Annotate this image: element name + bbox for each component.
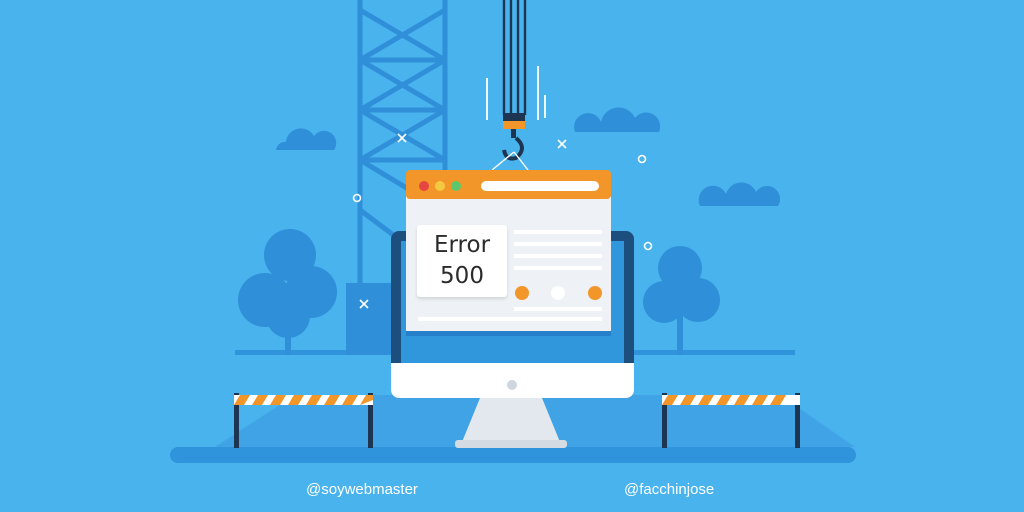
browser-window-icon bbox=[406, 170, 611, 336]
credit-left-handle: @soywebmaster bbox=[306, 481, 418, 498]
tree-icon bbox=[238, 229, 337, 355]
error-title: Error bbox=[433, 232, 491, 258]
tree-icon bbox=[643, 246, 720, 355]
road-barrier-icon bbox=[662, 393, 800, 448]
error-code: 500 bbox=[440, 263, 484, 289]
cloud-icon bbox=[276, 128, 337, 150]
credit-right-handle: @facchinjose bbox=[624, 481, 715, 498]
error-card: Error 500 bbox=[417, 225, 507, 297]
crane-base bbox=[346, 283, 396, 355]
cloud-icon bbox=[574, 107, 661, 132]
crane-hook-icon bbox=[486, 0, 546, 171]
road-barrier-icon bbox=[234, 393, 373, 448]
cloud-icon bbox=[698, 182, 781, 206]
